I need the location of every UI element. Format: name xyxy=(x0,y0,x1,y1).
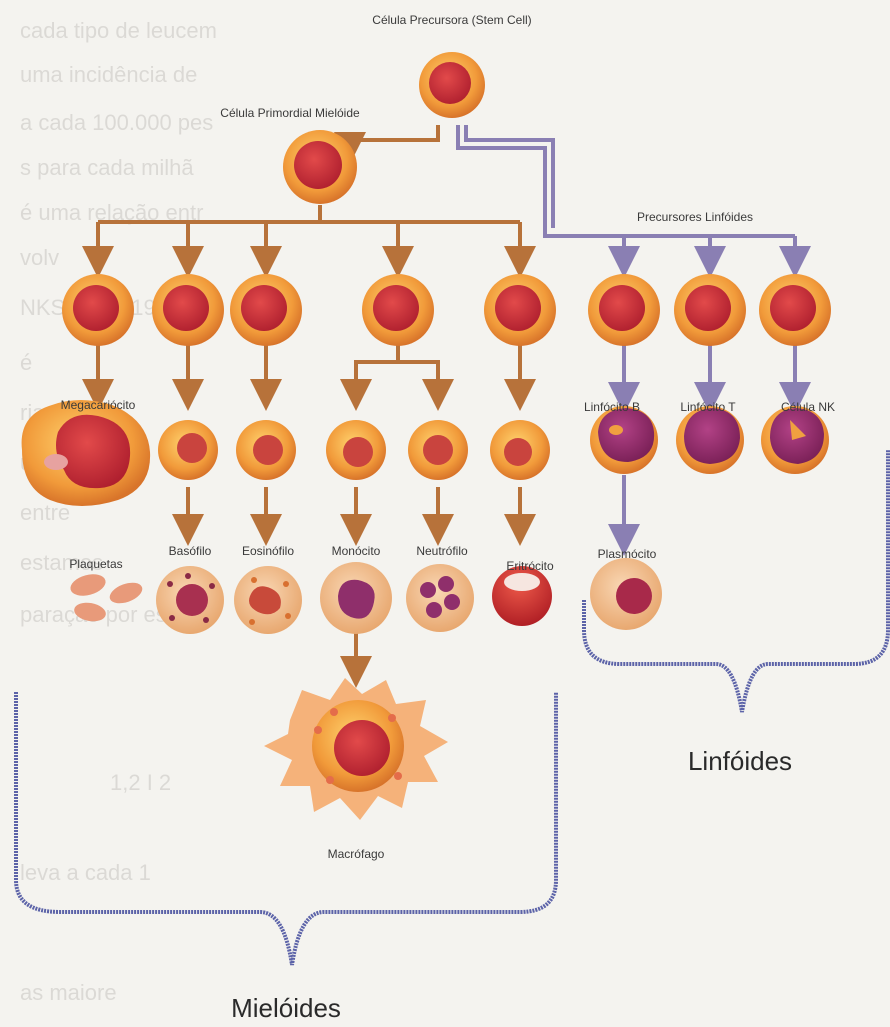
erythrocyte-precursor xyxy=(490,420,550,480)
neutrophil-cell xyxy=(406,564,474,632)
background-text-line: é xyxy=(20,350,32,375)
basophil-progenitor xyxy=(152,274,224,346)
lymphocyte-row xyxy=(590,406,829,474)
b-lymphocyte-cell xyxy=(590,406,658,474)
megakaryocyte-cell xyxy=(22,400,151,506)
myeloid-group-label: Mielóides xyxy=(231,993,341,1023)
neutrophil-precursor xyxy=(408,420,468,480)
background-text-line: uma incidência de xyxy=(20,62,197,87)
background-text-line: 1,2 I 2 xyxy=(110,770,171,795)
eosinophil-label: Eosinófilo xyxy=(242,544,294,558)
stem-cell-label: Célula Precursora (Stem Cell) xyxy=(372,13,531,27)
b-lymphocyte-label: Linfócito B xyxy=(584,400,640,414)
background-text-line: volv xyxy=(20,245,59,270)
myeloid-primordial-label: Célula Primordial Mielóide xyxy=(220,106,360,120)
background-text-line: cada tipo de leucem xyxy=(20,18,217,43)
nk-cell-progenitor xyxy=(759,274,831,346)
basophil-label: Basófilo xyxy=(169,544,212,558)
mature-cells-row xyxy=(156,558,662,634)
erythrocyte-progenitor xyxy=(484,274,556,346)
lymphoid-progenitor-row xyxy=(588,274,831,346)
platelets-label: Plaquetas xyxy=(69,557,122,571)
background-text-line: s para cada milhã xyxy=(20,155,194,180)
myeloid-precursor-row xyxy=(158,420,550,480)
t-lymphocyte-cell xyxy=(676,406,744,474)
t-lymphocyte-label: Linfócito T xyxy=(680,400,736,414)
t-lymphocyte-progenitor xyxy=(674,274,746,346)
neutrophil-label: Neutrófilo xyxy=(416,544,468,558)
macrophage-cell xyxy=(264,678,448,820)
erythrocyte-cell xyxy=(492,566,552,626)
basophil-cell xyxy=(156,566,224,634)
nk-cell xyxy=(761,406,829,474)
lymphoid-precursors-label: Precursores Linfóides xyxy=(637,210,753,224)
background-text-line: as maiore xyxy=(20,980,117,1005)
monocyte-label: Monócito xyxy=(332,544,381,558)
background-text-line: leva a cada 1 xyxy=(20,860,151,885)
lymphoid-group-label: Linfóides xyxy=(688,746,792,776)
eosinophil-progenitor xyxy=(230,274,302,346)
basophil-precursor xyxy=(158,420,218,480)
erythrocyte-label: Eritrócito xyxy=(506,559,554,573)
myeloid-bracket xyxy=(16,692,556,965)
megakaryocyte-label: Megacariócito xyxy=(61,398,136,412)
eosinophil-cell xyxy=(234,566,302,634)
myeloid-primordial-cell xyxy=(283,130,357,204)
monocyte-precursor xyxy=(326,420,386,480)
megakaryocyte-progenitor xyxy=(62,274,134,346)
background-text-line: a cada 100.000 pes xyxy=(20,110,213,135)
monocyte-cell xyxy=(320,562,392,634)
plasmocyte-label: Plasmócito xyxy=(598,547,657,561)
b-lymphocyte-progenitor xyxy=(588,274,660,346)
eosinophil-precursor xyxy=(236,420,296,480)
nk-cell-label: Célula NK xyxy=(781,400,835,414)
stem-cell xyxy=(419,52,485,118)
macrophage-label: Macrófago xyxy=(328,847,385,861)
plasmocyte-cell xyxy=(590,558,662,630)
monocyte-neutrophil-progenitor xyxy=(362,274,434,346)
